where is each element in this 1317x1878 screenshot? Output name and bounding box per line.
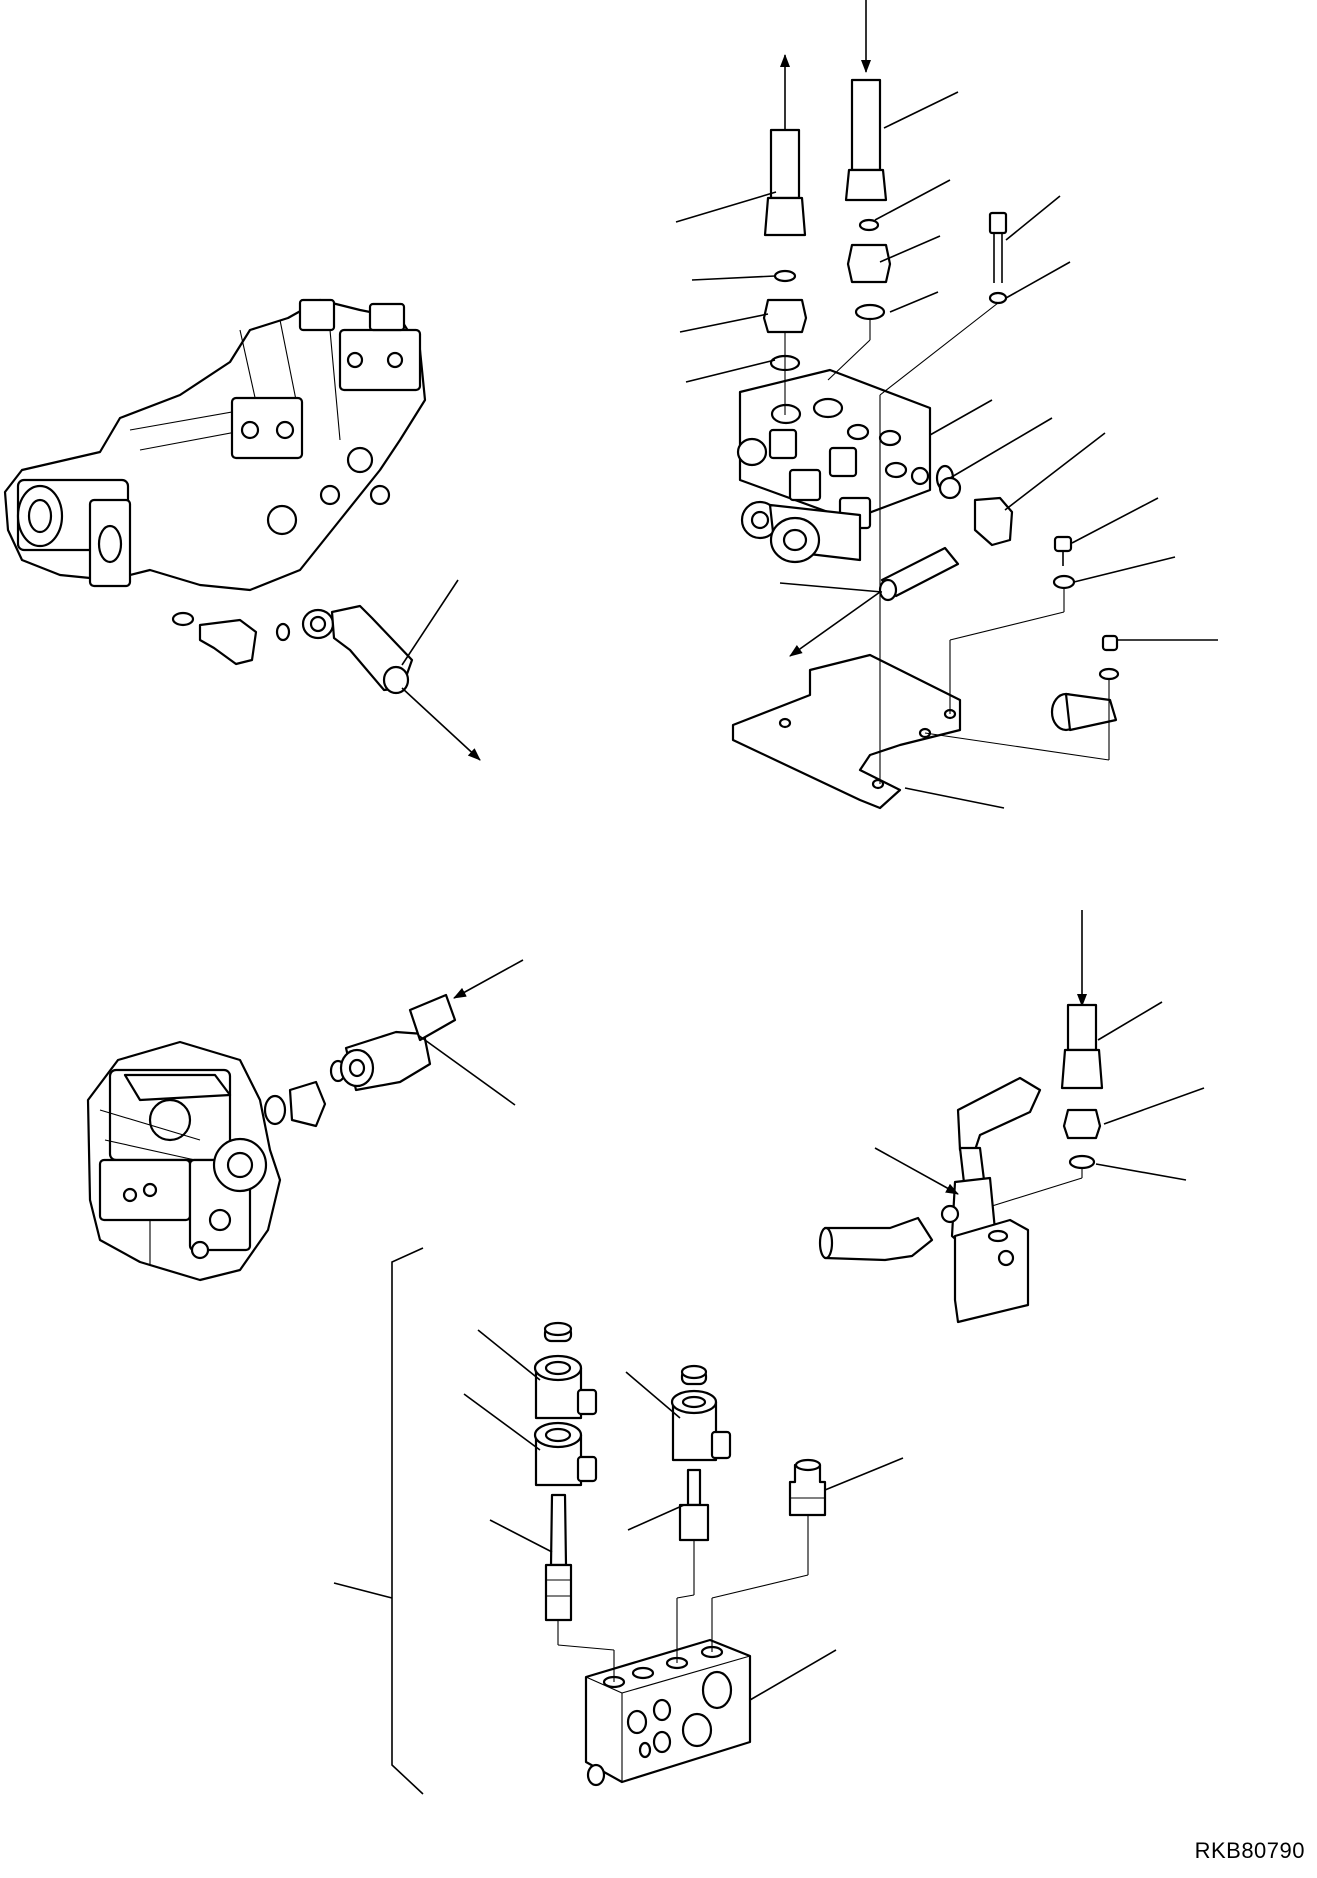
pump-assembly-middle-left [86, 1040, 282, 1282]
clamp-top-right [1050, 634, 1120, 732]
bolt-washer-top-right [988, 211, 1008, 305]
leader-lines-bottom [463, 1329, 904, 1701]
check-valve-bottom [788, 1458, 827, 1517]
coil-stack-right-bottom [670, 1364, 732, 1542]
tee-assembly-middle-right [818, 910, 1104, 1324]
bracket-top-right [731, 653, 962, 810]
hose-in-top-right [844, 0, 892, 321]
leader-line [401, 579, 459, 666]
screw-washer-right [1052, 535, 1076, 590]
hose-out-top-right [762, 54, 808, 372]
pump-assembly-top-left [3, 298, 427, 592]
elbow-fitting-top-left [171, 604, 414, 695]
fittings-middle-left [263, 959, 524, 1128]
hose-left-top-right [789, 546, 960, 657]
valve-block-top-right [736, 368, 955, 564]
leader-lines-middle-right [1095, 1001, 1205, 1181]
elbow-right-top-right [938, 476, 1014, 547]
valve-body-bottom [584, 1638, 752, 1787]
drawing-code: RKB80790 [1194, 1838, 1305, 1863]
flow-arrow-out-top-left [401, 687, 481, 761]
coil-stack-left-bottom [533, 1321, 598, 1622]
leader-lines-top-right [675, 91, 1218, 809]
assembly-lines-top-right [784, 302, 1110, 784]
assembly-lines-bottom [557, 1515, 809, 1682]
bracket-group-bottom [333, 1247, 424, 1795]
